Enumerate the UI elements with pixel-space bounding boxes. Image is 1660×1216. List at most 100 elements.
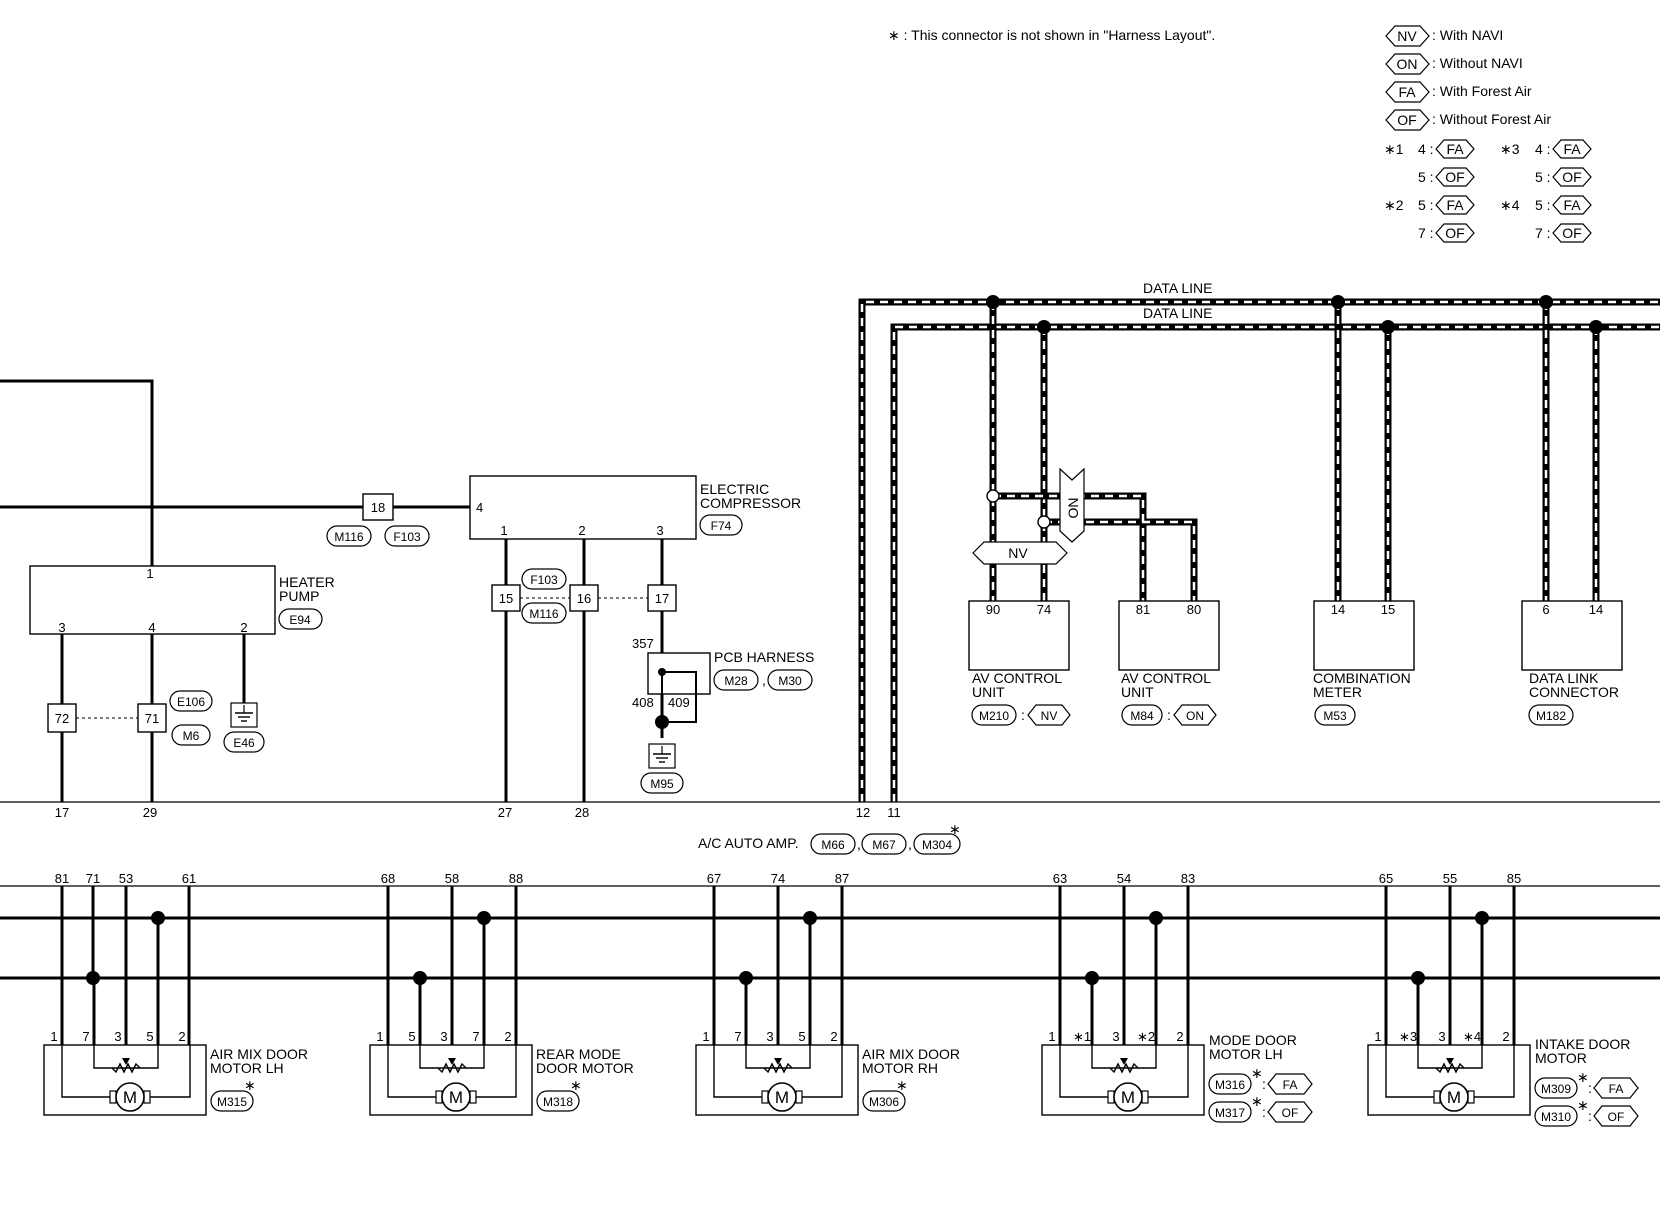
motor-3-pin-b: ∗1 — [1073, 1029, 1091, 1044]
motor-3-variant-2-connector: M317 — [1215, 1106, 1245, 1120]
junction-15-17-connector-f103: F103 — [530, 573, 558, 587]
data-line-label-1: DATA LINE — [1143, 280, 1213, 296]
motor-4-pin-d: ∗4 — [1463, 1029, 1481, 1044]
electric-compressor: 4 1 2 3 ELECTRIC COMPRESSOR F74 — [469, 475, 801, 540]
heater-pump-name-1: HEATER — [279, 574, 335, 590]
data-line-2 — [890, 323, 1660, 802]
junction-71: 71 — [145, 711, 159, 726]
legend-on-code: ON — [1397, 56, 1418, 72]
motor-3-amp-pin-63: 63 — [1053, 871, 1067, 886]
heater-pump-pin-1: 1 — [146, 566, 153, 581]
motor-4-amp-pin-55: 55 — [1443, 871, 1457, 886]
amp-connector-m66: M66 — [821, 838, 845, 852]
star-note-1-pin-a: 4 : — [1418, 141, 1434, 157]
heater-pump-pin-2: 2 — [240, 620, 247, 635]
amp-top-pin-29: 29 — [143, 805, 157, 820]
star-note-2: ∗2 5 : FA 7 : OF — [1384, 195, 1475, 243]
star-note-1-pin-b: 5 : — [1418, 169, 1434, 185]
motor-4-pin-c: 3 — [1438, 1029, 1445, 1044]
motor-2-name-2: MOTOR RH — [862, 1060, 938, 1076]
compressor-pin-2: 2 — [578, 523, 585, 538]
av-on-name-1: AV CONTROL — [1121, 670, 1211, 686]
motor-4-variant-2-star: ∗ — [1577, 1097, 1589, 1113]
pcb-connector-m28: M28 — [724, 674, 748, 688]
motor-3-pin-d: ∗2 — [1137, 1029, 1155, 1044]
ac-auto-amp: 17 29 27 28 12 11 A/C AUTO AMP. M66 , M6… — [0, 801, 1660, 887]
junction-18-number: 18 — [371, 500, 385, 515]
legend-fa-code: FA — [1398, 84, 1416, 100]
junction-17: 17 — [655, 591, 669, 606]
data-line-bus — [858, 295, 1660, 802]
amp-top-pin-11: 11 — [887, 805, 901, 820]
data-line-1 — [858, 298, 1660, 802]
star-note-2-code-b: OF — [1445, 225, 1464, 241]
junction-72-71: 72 71 E106 M6 — [47, 690, 213, 746]
pcb-connector-m30: M30 — [778, 674, 802, 688]
star-note-3-pin-b: 5 : — [1535, 169, 1551, 185]
ground-e46-label: E46 — [233, 736, 255, 750]
motor-3-amp-pin-54: 54 — [1117, 871, 1131, 886]
motor-3-amp-pin-83: 83 — [1181, 871, 1195, 886]
legend-fa: FA : With Forest Air — [1385, 81, 1532, 103]
star-note-2-pin-a: 5 : — [1418, 197, 1434, 213]
star-note-3-pin-a: 4 : — [1535, 141, 1551, 157]
av-nv-name-2: UNIT — [972, 684, 1005, 700]
motor-3-symbol-label: M — [1121, 1088, 1135, 1107]
junction-18-connector-f103: F103 — [393, 530, 421, 544]
motor-1-name-1: REAR MODE — [536, 1046, 621, 1062]
av-nv-name-1: AV CONTROL — [972, 670, 1062, 686]
motor-2-pin-a: 1 — [702, 1029, 709, 1044]
motor-2-pin-b: 7 — [734, 1029, 741, 1044]
motor-2-symbol — [767, 1082, 797, 1112]
meter-pin-14: 14 — [1331, 602, 1345, 617]
star-note-4-pin-a: 5 : — [1535, 197, 1551, 213]
ground-m95-label: M95 — [650, 777, 674, 791]
junction-15-16-17: 15 16 17 F103 M116 — [491, 568, 677, 624]
legend-on: ON : Without NAVI — [1385, 53, 1523, 75]
motor-0-amp-pin-53: 53 — [119, 871, 133, 886]
motor-1-connector: M318 — [543, 1095, 573, 1109]
motor-2-pin-d: 5 — [798, 1029, 805, 1044]
motor-4-name-1: INTAKE DOOR — [1535, 1036, 1630, 1052]
door-motor-0: M — [43, 886, 207, 1116]
pcb-pin-357: 357 — [632, 636, 654, 651]
motor-4-variant-2-connector: M310 — [1541, 1110, 1571, 1124]
star-note-1-mark: ∗1 — [1384, 141, 1404, 157]
meter-connector: M53 — [1323, 709, 1347, 723]
star-note-1: ∗1 4 : FA 5 : OF — [1384, 139, 1475, 187]
legend-of: OF : Without Forest Air — [1385, 109, 1551, 131]
motor-3-pin-c: 3 — [1112, 1029, 1119, 1044]
meter-name-2: METER — [1313, 684, 1362, 700]
data-link-connector: 6 14 DATA LINK CONNECTOR M182 — [1521, 600, 1623, 726]
tag-on-label: ON — [1065, 498, 1081, 519]
amp-sep-2: , — [908, 836, 912, 852]
amp-top-pin-28: 28 — [575, 805, 589, 820]
amp-top-pin-12: 12 — [856, 805, 870, 820]
tag-on: ON — [1059, 467, 1085, 543]
star-note-2-mark: ∗2 — [1384, 197, 1404, 213]
motor-1-amp-pin-68: 68 — [381, 871, 395, 886]
motor-0-pin-d: 5 — [146, 1029, 153, 1044]
motor-4-amp-pin-65: 65 — [1379, 871, 1393, 886]
motor-3-name-2: MOTOR LH — [1209, 1046, 1283, 1062]
motor-1-pin-d: 7 — [472, 1029, 479, 1044]
motor-1-amp-pin-58: 58 — [445, 871, 459, 886]
star-note-3-code-a: FA — [1563, 141, 1581, 157]
av-on-name-2: UNIT — [1121, 684, 1154, 700]
junction-72: 72 — [55, 711, 69, 726]
junction-15: 15 — [499, 591, 513, 606]
motor-3-variant-1-colon: : — [1262, 1076, 1266, 1092]
door-motor-4: M — [1367, 886, 1531, 1116]
motor-1-symbol-label: M — [449, 1088, 463, 1107]
av-control-unit-nv: 90 74 AV CONTROL UNIT M210 : NV — [968, 600, 1071, 726]
legend-fa-text: : With Forest Air — [1432, 83, 1532, 99]
heater-pump-pin-3: 3 — [58, 620, 65, 635]
motor-2-amp-pin-67: 67 — [707, 871, 721, 886]
motor-0-name-1: AIR MIX DOOR — [210, 1046, 308, 1062]
motor-0-symbol — [115, 1082, 145, 1112]
star-note-4-pin-b: 7 : — [1535, 225, 1551, 241]
av-nv-pin-74: 74 — [1037, 602, 1051, 617]
legend-nv-text: : With NAVI — [1432, 27, 1503, 43]
